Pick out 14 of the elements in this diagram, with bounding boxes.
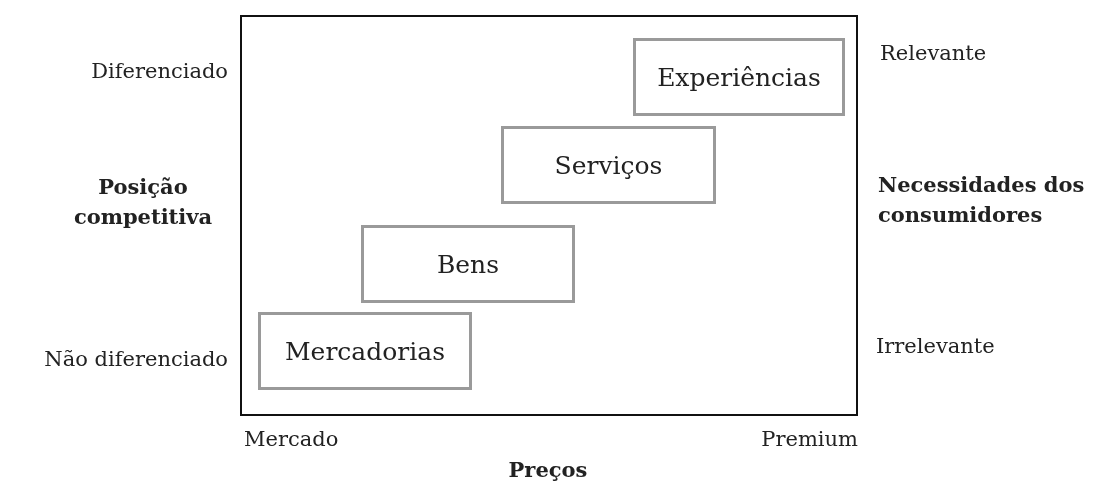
axis-label: Irrelevante [876, 333, 995, 360]
category-box: Bens [361, 225, 575, 303]
axis-label: Premium [761, 426, 858, 453]
axis-label: Mercado [244, 426, 339, 453]
category-box: Serviços [501, 126, 716, 204]
category-box: Experiências [633, 38, 845, 116]
axis-label: Necessidades dos consumidores [878, 171, 1086, 229]
chart-frame [240, 15, 858, 416]
axis-label: Relevante [880, 40, 987, 67]
axis-label: Posição competitiva [72, 173, 214, 231]
axis-label: Não diferenciado [44, 346, 228, 373]
axis-label: Preços [508, 456, 588, 484]
category-box: Mercadorias [258, 312, 472, 390]
axis-label: Diferenciado [91, 58, 228, 85]
